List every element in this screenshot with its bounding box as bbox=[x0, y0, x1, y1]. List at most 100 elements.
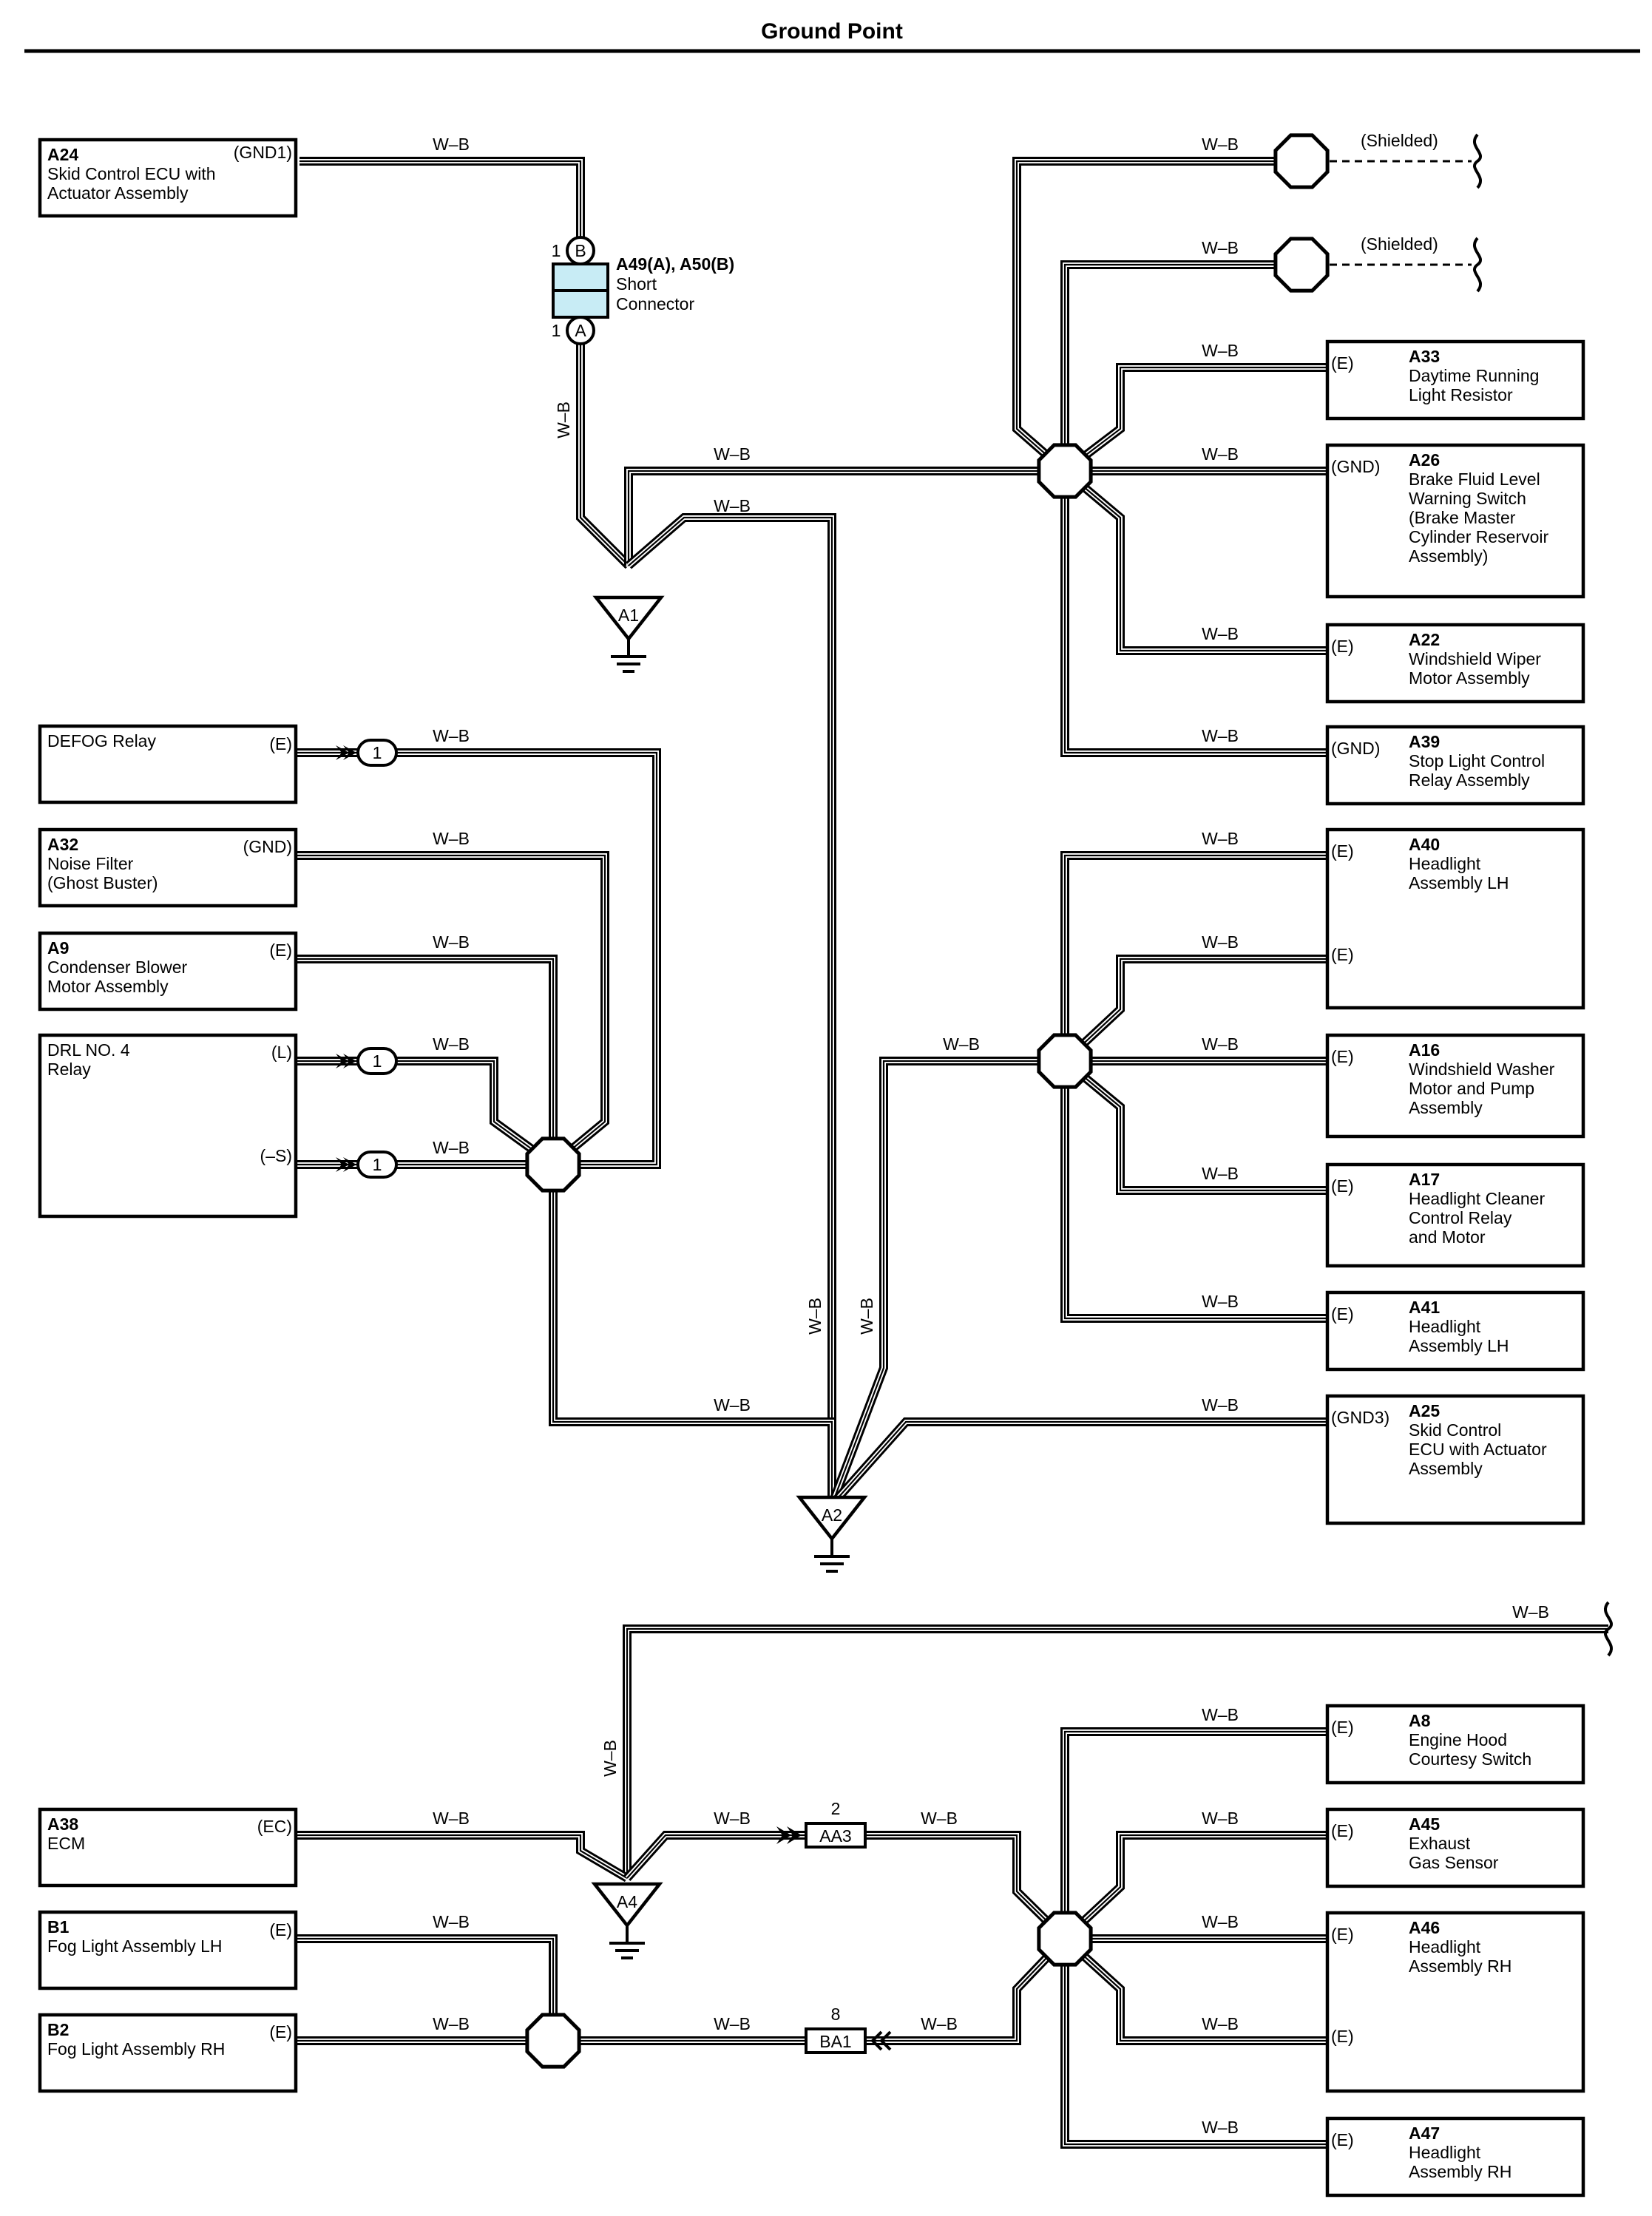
wire-a45 bbox=[1061, 1831, 1327, 1942]
component-box bbox=[1325, 1033, 1585, 1139]
component-name-line: Skid Control ECU with bbox=[47, 164, 216, 183]
wire-splice-ba1 bbox=[865, 1935, 1069, 2045]
junction-aa3-pin: 2 bbox=[831, 1799, 841, 1818]
wire-color-label: W–B bbox=[1202, 2014, 1239, 2033]
wire-color-label: W–B bbox=[1202, 444, 1239, 464]
component-name-line: Motor and Pump bbox=[1409, 1079, 1534, 1098]
component-box bbox=[38, 1807, 298, 1888]
component-id: A38 bbox=[47, 1815, 78, 1834]
wire-core bbox=[1064, 1834, 1327, 1939]
junction-ba1 bbox=[805, 2027, 867, 2054]
component-box bbox=[38, 1033, 298, 1219]
terminal-label: (E) bbox=[1331, 841, 1354, 861]
component-box bbox=[1325, 827, 1585, 1010]
wire-core bbox=[865, 1834, 1066, 1939]
component-id: B1 bbox=[47, 1917, 70, 1937]
component-id: A45 bbox=[1409, 1815, 1440, 1834]
arrow-head bbox=[336, 1054, 349, 1068]
wire-outer bbox=[865, 1935, 1069, 2045]
wire-outer bbox=[296, 1934, 558, 2041]
wire-core bbox=[626, 1627, 1608, 1878]
wire-color-label: W–B bbox=[1202, 1034, 1239, 1054]
wire-color-label: W–B bbox=[1202, 341, 1239, 360]
arrow-head bbox=[776, 1826, 791, 1844]
wire-outer bbox=[1060, 471, 1327, 757]
ground-triangle bbox=[796, 1495, 868, 1542]
terminal-label: (GND3) bbox=[1331, 1408, 1389, 1427]
ground-a2: A2 bbox=[796, 1495, 868, 1573]
component-box bbox=[1325, 1704, 1585, 1785]
wire-a40-1 bbox=[1060, 851, 1327, 1061]
component-name-line: Cylinder Reservoir bbox=[1409, 527, 1549, 546]
wire-ecm-a4 bbox=[296, 1831, 630, 1883]
connector-pin-drl-l bbox=[356, 1047, 398, 1075]
wire-inner bbox=[1063, 1833, 1327, 1941]
wire-color-label: W–B bbox=[433, 1138, 470, 1157]
wire-break-mark bbox=[1603, 1601, 1614, 1657]
component-box bbox=[1325, 1290, 1585, 1372]
arrow-head bbox=[343, 1157, 356, 1172]
wire-mid-a2 bbox=[827, 1057, 1065, 1507]
component-name-line: Assembly LH bbox=[1409, 1336, 1509, 1355]
wire-color-label: W–B bbox=[1202, 1292, 1239, 1311]
wire-core bbox=[1064, 470, 1327, 652]
wire-outer bbox=[1062, 363, 1327, 475]
wire-inner bbox=[830, 1059, 1065, 1506]
wire-core bbox=[296, 1937, 555, 2041]
wire-color-label: W–B bbox=[433, 1912, 470, 1931]
terminal-label: (E) bbox=[269, 1920, 292, 1939]
wire-inner bbox=[1063, 471, 1327, 755]
terminal-label: (GND) bbox=[1331, 457, 1380, 476]
component-box bbox=[38, 827, 298, 908]
component-id: A8 bbox=[1409, 1711, 1431, 1730]
arrow-head bbox=[870, 2030, 883, 2051]
wire-color-label: W–B bbox=[1202, 624, 1239, 643]
component-name-line: Motor Assembly bbox=[1409, 668, 1530, 688]
wire-color-label: W–B bbox=[554, 401, 573, 438]
component-box bbox=[38, 138, 298, 218]
wire-color-label: W–B bbox=[714, 444, 751, 464]
component-name-line: Headlight Cleaner bbox=[1409, 1189, 1545, 1208]
component-name-line: ECM bbox=[47, 1834, 85, 1853]
junction-ba1-pin: 8 bbox=[831, 2005, 841, 2024]
component-name-line: DEFOG Relay bbox=[47, 731, 156, 750]
terminal-label: (E) bbox=[1331, 1718, 1354, 1737]
wire-outer bbox=[549, 1165, 836, 1505]
shielded-label: (Shielded) bbox=[1361, 234, 1438, 254]
component-id: A33 bbox=[1409, 347, 1440, 366]
short-connector-pin-a-label: A bbox=[575, 321, 586, 340]
connector-pin-defog bbox=[356, 739, 398, 767]
terminal-label: (E) bbox=[1331, 1821, 1354, 1840]
terminal-label: (E) bbox=[1331, 1176, 1354, 1196]
wire-core bbox=[1063, 263, 1276, 471]
wire-core bbox=[296, 1834, 628, 1879]
component-id: A17 bbox=[1409, 1170, 1440, 1189]
wire-outer bbox=[296, 851, 609, 1168]
wire-core bbox=[830, 1060, 1065, 1505]
wire-a17 bbox=[1062, 1057, 1327, 1195]
shielded-1-splice bbox=[1273, 133, 1330, 189]
short-connector-pin-b-label: B bbox=[575, 241, 586, 260]
wire-a4-up bbox=[623, 1624, 1608, 1878]
arrow-head bbox=[879, 2030, 892, 2051]
junction-aa3 bbox=[805, 1822, 867, 1849]
ground-triangle bbox=[592, 595, 665, 642]
component-name-line: Control Relay bbox=[1409, 1208, 1512, 1227]
component-name-line: Noise Filter bbox=[47, 854, 134, 873]
wire-core bbox=[865, 1938, 1066, 2042]
wire-inner bbox=[865, 1833, 1067, 1941]
wire-a4-aa3 bbox=[623, 1831, 806, 1882]
arrow-head bbox=[343, 745, 356, 760]
terminal-label: (E) bbox=[1331, 1304, 1354, 1324]
wire-inner bbox=[296, 1937, 555, 2041]
splice-point bbox=[1037, 1911, 1093, 1967]
wire-outer bbox=[1062, 467, 1327, 655]
component-id: A39 bbox=[1409, 732, 1440, 751]
wire-a47 bbox=[1060, 1939, 1327, 2149]
wire-inner bbox=[551, 1165, 834, 1505]
component-name-line: Courtesy Switch bbox=[1409, 1749, 1531, 1769]
wire-color-label: W–B bbox=[600, 1740, 620, 1777]
ground-label: A1 bbox=[618, 606, 639, 625]
component-name-line: and Motor bbox=[1409, 1227, 1486, 1247]
shielded-2-break-mark bbox=[1472, 237, 1483, 293]
